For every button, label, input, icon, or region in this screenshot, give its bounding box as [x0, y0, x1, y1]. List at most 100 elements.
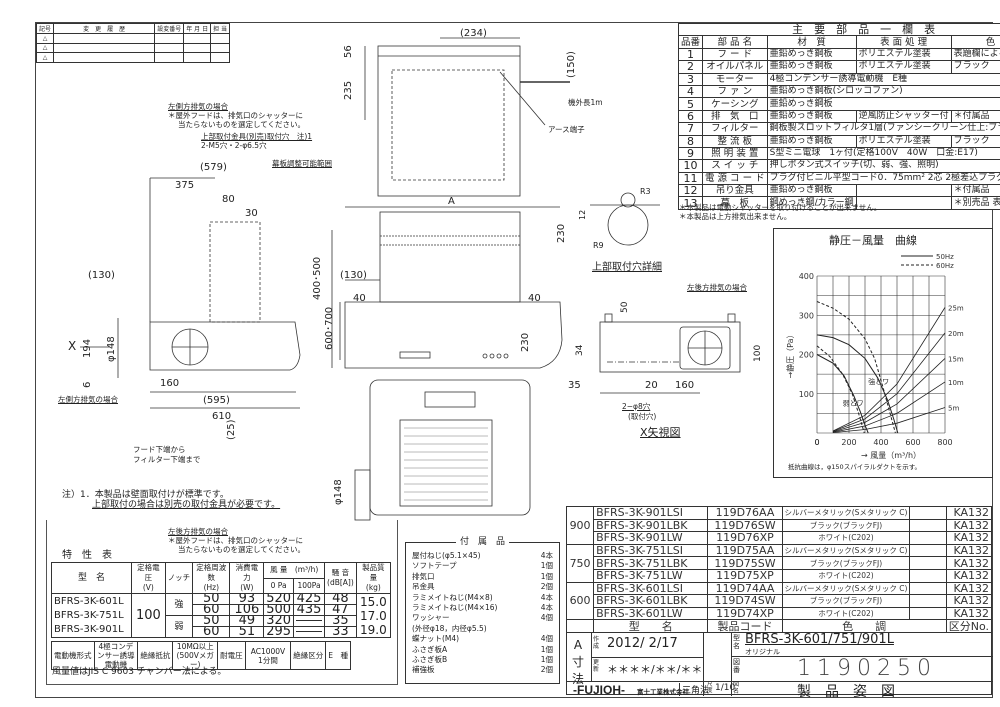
parts-note: ＊本製品は上方排気出来ません。: [679, 212, 792, 221]
mount-hole-label: (取付穴): [628, 412, 657, 421]
annotation-weak: 弱とワ: [843, 400, 864, 408]
revision-table: 記号変 更 履 歴設変番号年 月 日担 当 △ △ △: [35, 23, 230, 63]
resistance-label: 25m: [948, 304, 964, 312]
dim-label: 34: [575, 344, 585, 356]
dim-label: (150): [566, 51, 577, 78]
model-header: 型 名: [593, 619, 709, 633]
parts-header: 部 品 名: [702, 35, 768, 49]
side-exhaust-label: 左側方排気の場合: [168, 102, 228, 111]
x-view-body: [599, 321, 741, 373]
series-弱-50Hz: [816, 354, 869, 434]
dim-label: 56: [343, 45, 354, 58]
rear-exhaust-label: 左後方排気の場合: [168, 527, 228, 536]
resistance-label: 10m: [948, 379, 964, 387]
x-tick-label: 200: [841, 438, 856, 447]
size-cell: 900: [565, 506, 595, 545]
x-tick-label: 800: [937, 438, 952, 447]
hood-bottom-view: [369, 379, 531, 516]
x-view-marker: X: [68, 339, 77, 353]
chart-title: 静圧－風量 曲線: [829, 234, 917, 247]
resistance-label: 20m: [948, 330, 964, 338]
dim-label: 100: [753, 344, 763, 362]
series-10m: [832, 381, 946, 433]
note-label: 当たらないものを選定してください。: [178, 120, 306, 129]
dim-label: (25): [226, 419, 237, 440]
title-block: A寸法 作成 2012/ 2/17 更新 ＊＊＊＊/＊＊/＊＊ -FUJIOH-…: [566, 632, 993, 700]
model-name: BFRS-3K-751L: [54, 609, 124, 621]
bracket-hole-label: 2-M5穴・2-φ6.5穴: [201, 141, 267, 150]
original-label: オリジナル: [745, 648, 780, 656]
dim-label: 30: [245, 208, 258, 219]
resistance-label: 5m: [948, 404, 959, 412]
dim-label: 400･500: [312, 256, 323, 300]
resistance-label: 15m: [948, 355, 964, 363]
dim-label: (234): [460, 28, 487, 39]
earth-leader: [499, 71, 546, 126]
characteristics-table: 型 名 定格電圧 (V) ノッチ 定格周波数 (Hz) 消費電力 (W) 風 量…: [51, 562, 392, 638]
dim-label: φ148: [333, 479, 344, 505]
drawing-number: 1190250: [797, 656, 937, 681]
dim-label: 375: [175, 180, 195, 191]
dim-label: 160: [675, 380, 695, 391]
dim-label: 20: [645, 380, 658, 391]
dim-label: R9: [593, 241, 604, 250]
dim-label: 40: [528, 293, 541, 304]
series-15m: [832, 358, 946, 433]
legend-60hz: 60Hz: [936, 262, 954, 270]
y-tick-label: 300: [799, 311, 814, 320]
filter-grille: [399, 419, 493, 507]
series-弱-60Hz: [816, 345, 865, 434]
note-label: 当たらないものを選定してください。: [178, 545, 306, 554]
x-tick-label: 0: [814, 438, 819, 447]
mount-note: 注）1．本製品は壁面取付けが標準です。: [62, 490, 229, 500]
dim-label: (595): [203, 395, 230, 406]
characteristics-frame: [46, 520, 398, 685]
drawing-name: 製 品 姿 図: [797, 684, 895, 700]
hole-detail-title: 上部取付穴詳細: [592, 262, 662, 273]
series-強-50Hz: [816, 334, 899, 434]
parts-header: 表 面 処 理: [855, 35, 952, 49]
light-window: [424, 391, 476, 408]
parts-row: 1フ ー ド亜鉛めっき鋼板ポリエステル塗装表題欄による: [677, 47, 1000, 62]
filter-note: フード下端から: [133, 445, 186, 454]
note-label: ＊屋外フードは、排気口のシャッターに: [168, 111, 303, 120]
series-強-60Hz: [816, 301, 896, 434]
earth-terminal-label: アース端子: [548, 125, 585, 134]
annotation-strong: 強とワ: [868, 378, 889, 386]
dim-label: 35: [568, 380, 581, 391]
dim-label: 230: [556, 223, 567, 243]
dim-label: φ148: [106, 336, 117, 362]
dim-label: R3: [640, 187, 651, 196]
size-cell: 600: [565, 581, 595, 621]
model-header: 区分No.: [945, 619, 993, 633]
voltage-value: 100: [131, 593, 166, 638]
y-tick-label: 400: [799, 272, 814, 281]
dim-label: A: [448, 196, 455, 207]
side-exhaust-label: 左側方排気の場合: [58, 395, 118, 404]
filter-note: フィルター下端まで: [133, 455, 201, 464]
dim-label: 235: [343, 80, 354, 100]
bracket-hole-label: 上部取付金具(別売)取付穴 注)1: [201, 132, 313, 141]
model-header: 色 調: [781, 619, 947, 633]
model-name: BFRS-3K-901L: [54, 623, 124, 635]
dim-label: 12: [578, 209, 587, 220]
dim-label: 6: [82, 381, 93, 388]
